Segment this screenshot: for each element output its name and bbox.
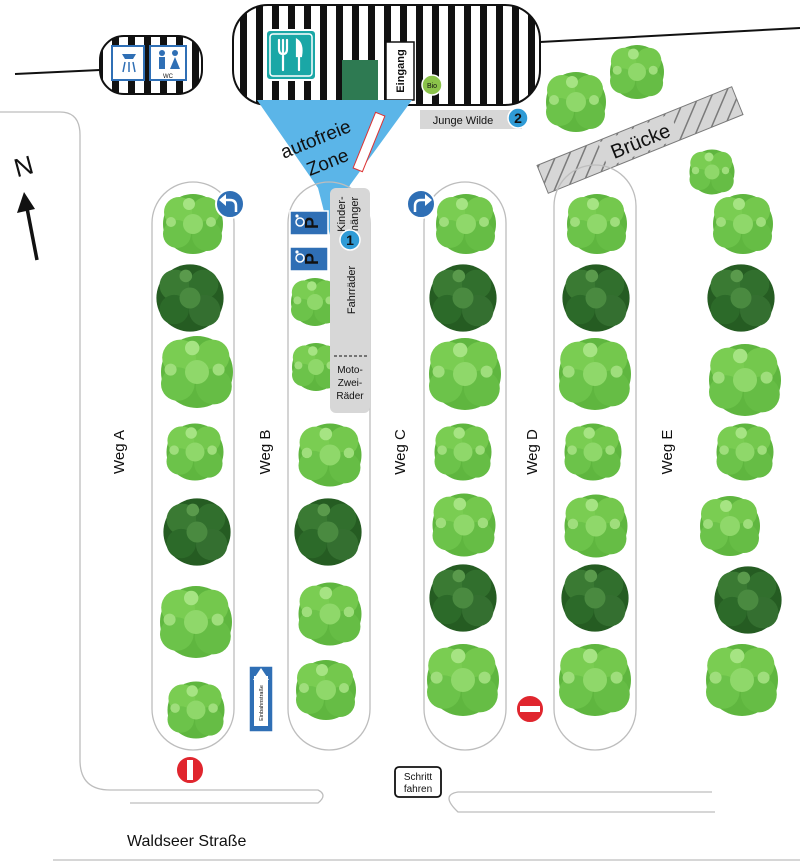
tree-icon	[610, 45, 664, 99]
islands	[151, 164, 637, 751]
parking-letter-2: P	[302, 253, 322, 265]
compass-label: N	[11, 149, 37, 183]
number-badge	[507, 107, 529, 129]
moto-label-line2: Zwei-	[338, 378, 362, 389]
wheelchair-icon	[295, 214, 305, 227]
tree-icon	[156, 264, 224, 332]
path-label-b: Weg B	[257, 430, 274, 475]
tree-icon	[707, 264, 775, 332]
entrance-label: Eingang	[395, 49, 407, 92]
tree-icon	[298, 582, 362, 646]
tree-icon	[166, 423, 224, 481]
eco-label: Bio	[427, 83, 437, 90]
tree-icon	[298, 423, 362, 487]
tree-icon	[167, 681, 225, 739]
tree-icon	[429, 564, 497, 632]
moto-label-line3: Räder	[336, 391, 364, 402]
wc-icon: WC	[149, 45, 187, 81]
tree-icon	[294, 498, 362, 566]
parking-sign: P	[289, 210, 329, 236]
street-label: Waldseer Straße	[127, 833, 247, 850]
tree-icon	[296, 660, 356, 720]
info-number: 1	[346, 232, 354, 248]
one-way-label: Einbahnstraße	[259, 685, 265, 721]
path-label-a: Weg A	[111, 430, 128, 474]
tree-icon	[429, 264, 497, 332]
wc-label: WC	[163, 74, 174, 80]
entrance-sign: Eingang	[385, 41, 415, 101]
kinder-label-line1: Kinder-	[336, 196, 348, 232]
compass: N	[11, 149, 39, 261]
tree-icon	[700, 496, 760, 556]
tree-icon	[567, 194, 627, 254]
tree-icon	[716, 423, 774, 481]
tree-icon	[163, 194, 223, 254]
junge-wilde-sign: Junge Wilde 2	[420, 107, 529, 129]
shower-icon	[111, 45, 145, 81]
tree-icon	[434, 423, 492, 481]
walk-speed-line1: Schritt	[404, 772, 433, 783]
tree-icon	[714, 566, 782, 634]
door	[342, 60, 378, 105]
tree-icon	[713, 194, 773, 254]
junge-wilde-label: Junge Wilde	[433, 115, 494, 127]
tree-icon	[427, 644, 499, 716]
walk-speed-sign: Schritt fahren	[394, 766, 442, 798]
main-building: Eingang Bio	[232, 4, 800, 106]
junge-wilde-number: 2	[514, 110, 522, 126]
compass-arrow-icon	[17, 192, 39, 261]
bicycles-label: Fahrräder	[346, 266, 358, 315]
tree-icon	[689, 149, 735, 195]
roads	[0, 111, 800, 861]
tree-icon	[436, 194, 496, 254]
no-entry-icon	[175, 755, 205, 785]
tree-icon	[546, 72, 606, 132]
tree-icon	[432, 493, 496, 557]
tree-icon	[163, 498, 231, 566]
wheelchair-icon	[295, 250, 305, 263]
turn-left-icon	[215, 189, 245, 219]
tree-icon	[559, 644, 631, 716]
car-free-zone: autofreie Zone	[257, 100, 412, 235]
service-column: Kinder- hänger 1 Fahrräder Moto- Zwei- R…	[330, 188, 370, 413]
accessible-parking: P P	[289, 210, 329, 272]
tree-icon	[429, 338, 501, 410]
sanitary-building: WC	[14, 35, 203, 95]
path-labels: Weg A Weg B Weg C Weg D Weg E	[111, 429, 676, 475]
tree-icon	[709, 344, 781, 416]
parking-sign: P	[289, 246, 329, 272]
tree-icon	[564, 423, 622, 481]
parking-letter-1: P	[302, 217, 322, 229]
info-badge	[339, 229, 361, 251]
tree-icon	[562, 264, 630, 332]
tree-icon	[561, 564, 629, 632]
tree-icon	[160, 586, 232, 658]
moto-label-line1: Moto-	[337, 365, 363, 376]
turn-right-icon	[406, 189, 436, 219]
restaurant-icon	[265, 29, 317, 81]
eco-icon: Bio	[421, 74, 443, 96]
kinder-label-line2: hänger	[349, 197, 361, 232]
tree-icon	[564, 494, 628, 558]
tree-icon	[559, 338, 631, 410]
no-entry-icon	[515, 694, 545, 724]
trees	[156, 45, 782, 739]
path-label-e: Weg E	[659, 430, 676, 475]
walk-speed-line2: fahren	[404, 784, 432, 795]
tree-icon	[706, 644, 778, 716]
path-label-d: Weg D	[524, 429, 541, 475]
one-way-sign: Einbahnstraße	[248, 665, 274, 733]
path-label-c: Weg C	[392, 429, 409, 475]
tree-icon	[161, 336, 233, 408]
